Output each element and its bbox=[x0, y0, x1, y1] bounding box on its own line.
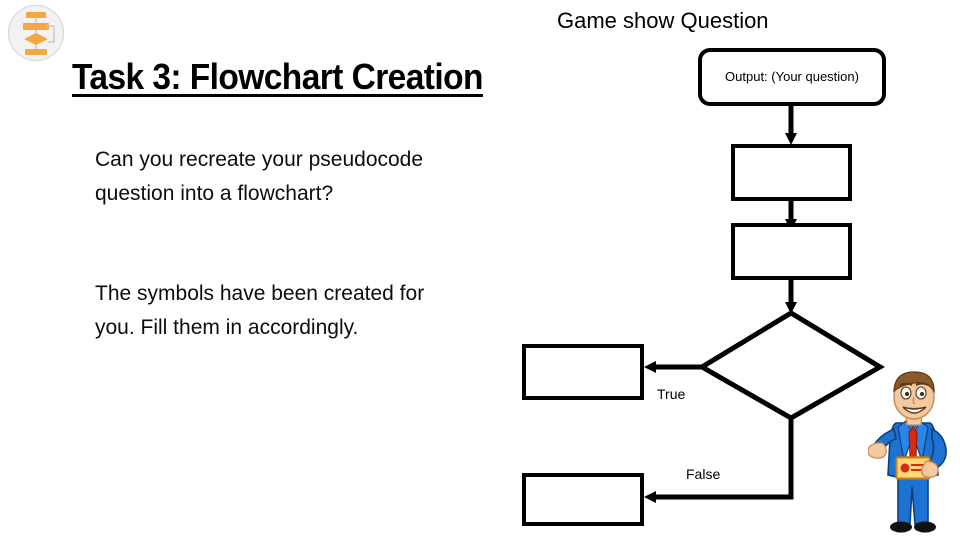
body-paragraph-2: The symbols have been created for you. F… bbox=[95, 282, 425, 339]
flowchart-logo-icon bbox=[7, 4, 65, 62]
connector-decision-false bbox=[651, 418, 794, 500]
branch-label-false: False bbox=[686, 466, 721, 482]
arrowhead-false bbox=[644, 491, 656, 503]
terminal-output-label: Output: (Your question) bbox=[725, 69, 859, 84]
page-title: Task 3: Flowchart Creation bbox=[72, 56, 483, 97]
flowchart-node-terminal-output[interactable]: Output: (Your question) bbox=[698, 48, 886, 106]
branch-label-true: True bbox=[657, 386, 686, 402]
flowchart-heading: Game show Question bbox=[557, 8, 769, 33]
flowchart-node-process-2[interactable] bbox=[731, 223, 852, 280]
flowchart-node-process-false[interactable] bbox=[522, 473, 644, 526]
arrowhead-process1 bbox=[785, 133, 797, 145]
arrowhead-true bbox=[644, 361, 656, 373]
body-paragraph-1: Can you recreate your pseudocode questio… bbox=[95, 148, 424, 205]
flowchart-node-process-1[interactable] bbox=[731, 144, 852, 201]
decision-diamond bbox=[697, 310, 885, 421]
flowchart-node-process-true[interactable] bbox=[522, 344, 644, 400]
game-show-host-illustration bbox=[868, 371, 947, 533]
arrowhead-decision bbox=[785, 302, 797, 314]
